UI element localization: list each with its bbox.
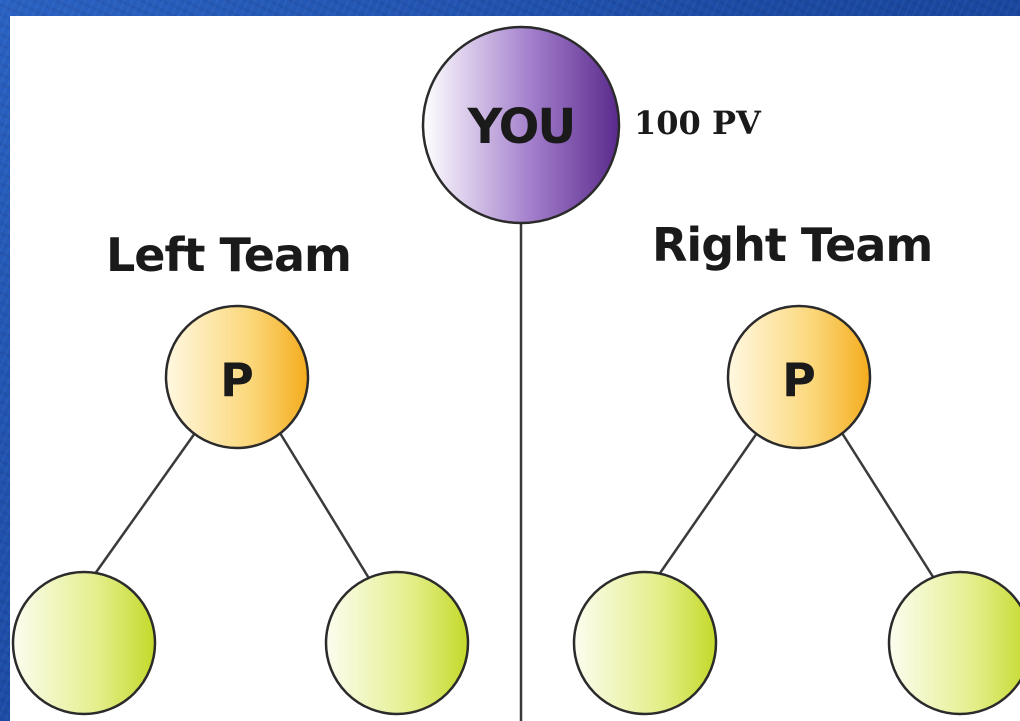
left-team-right-child-node <box>324 570 470 716</box>
left-sponsor-node: P <box>164 304 310 450</box>
right-team-left-child-node <box>572 570 718 716</box>
root-points-label: 100 PV <box>634 104 761 142</box>
root-node-label: YOU <box>467 99 575 155</box>
right-team-right-branch <box>840 432 937 581</box>
root-node: YOU <box>421 25 621 225</box>
right-team-left-branch <box>656 432 759 577</box>
left-team-right-branch <box>278 432 372 581</box>
left-team-left-child-node <box>11 570 157 716</box>
left-team-left-branch <box>90 432 197 579</box>
right-sponsor-label: P <box>782 353 816 407</box>
right-sponsor-node: P <box>726 304 872 450</box>
right-team-right-child-node <box>887 570 1020 716</box>
left-team-title: Left Team <box>106 228 352 282</box>
left-sponsor-label: P <box>220 353 254 407</box>
right-team-title: Right Team <box>652 218 933 272</box>
